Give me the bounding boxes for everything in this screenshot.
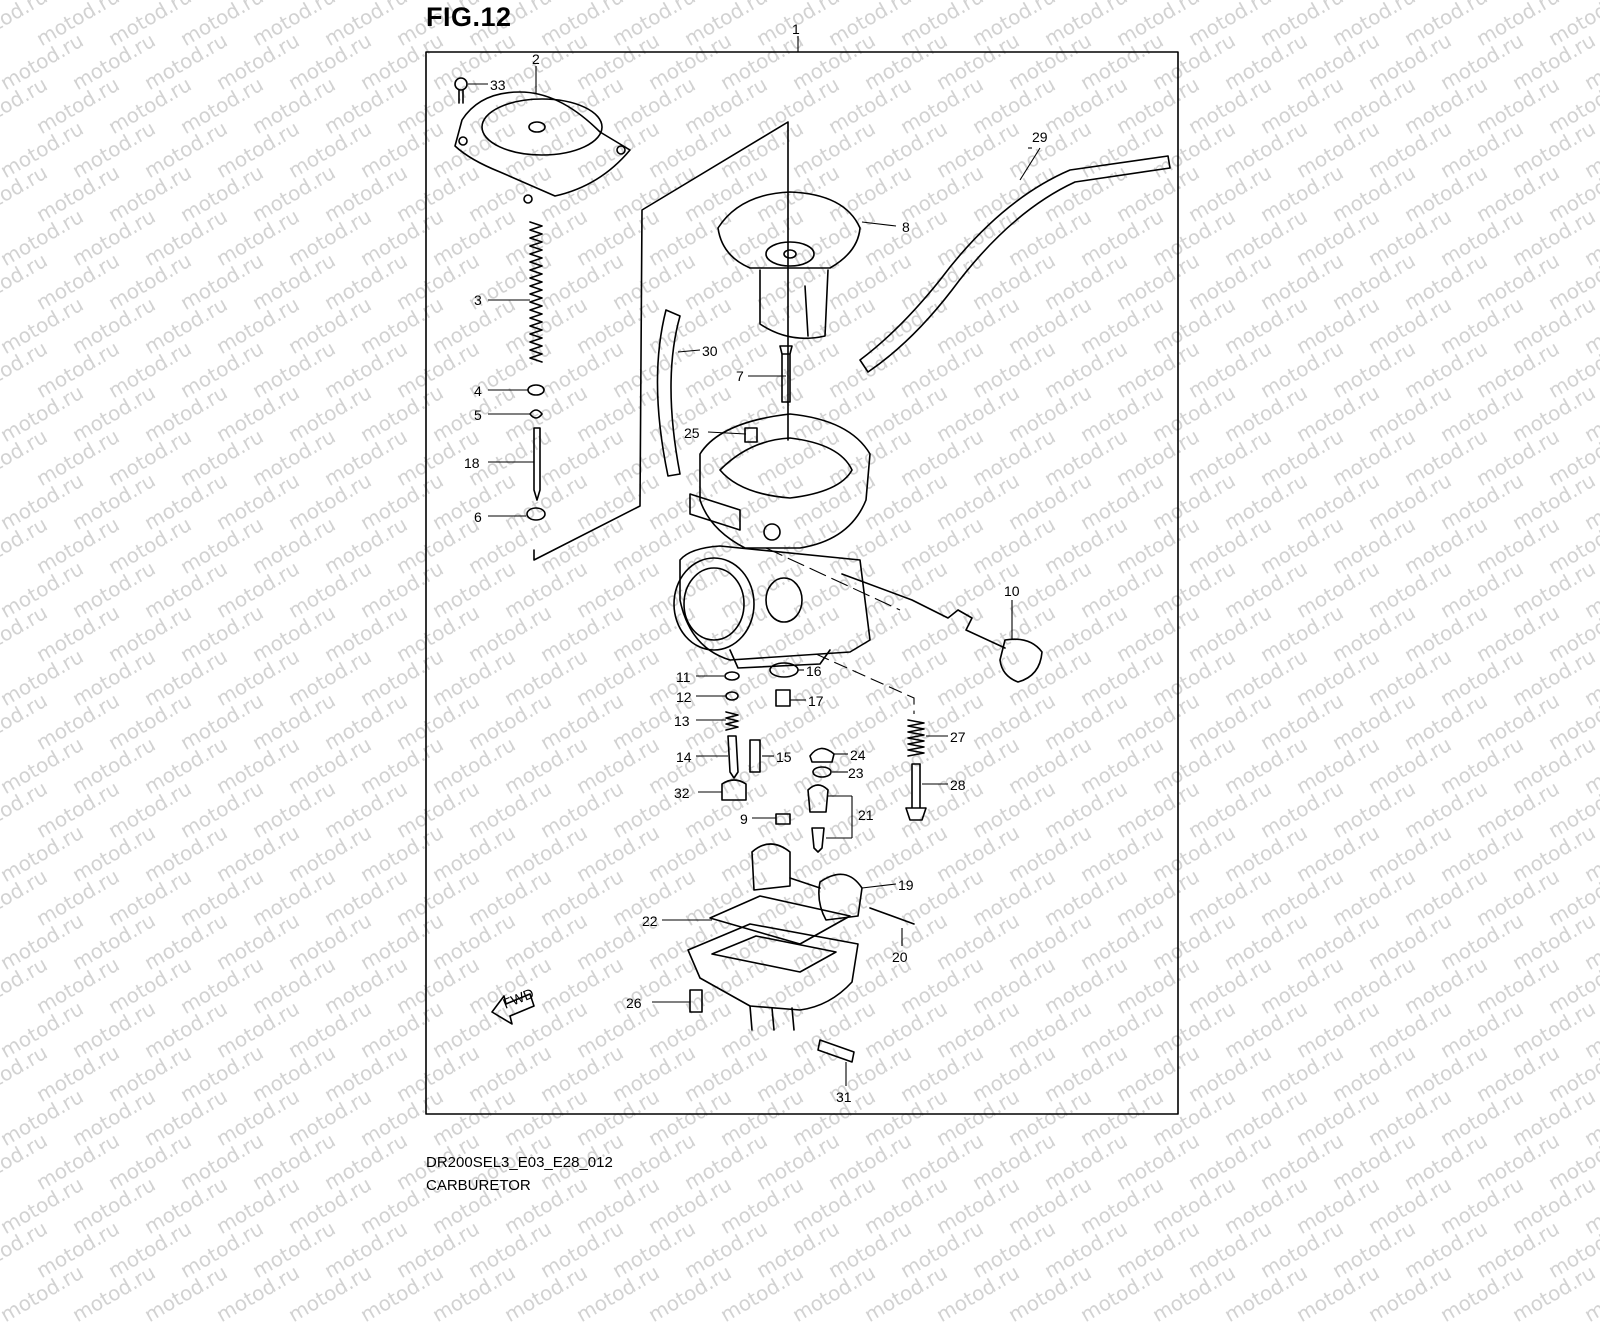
part-jet-17: [775, 689, 791, 707]
callout-24: 24: [850, 747, 866, 763]
callout-15: 15: [776, 749, 792, 765]
part-pilot-screw-14: [727, 735, 739, 779]
figure-code: DR200SEL3_E03_E28_012: [426, 1154, 613, 1171]
carburetor-exploded-diagram: 1 2 33 3 4 5 18 6 7 8 29 30 25 10 11 12 …: [425, 21, 1179, 1115]
callout-8: 8: [902, 219, 910, 235]
part-gasket-22: [709, 895, 851, 945]
callout-17: 17: [808, 693, 824, 709]
callout-21: 21: [858, 807, 874, 823]
callout-4: 4: [474, 383, 482, 399]
callout-11: 11: [676, 669, 691, 685]
part-o-ring-12: [725, 691, 739, 701]
part-o-ring-23: [812, 766, 832, 778]
part-clip-5: [529, 409, 543, 419]
part-hose-30: [656, 309, 681, 477]
callout-13: 13: [674, 713, 690, 729]
part-float-bowl: [687, 923, 859, 1031]
part-screw-33: [454, 77, 468, 104]
part-plug-24: [809, 747, 835, 763]
part-jet-15: [749, 739, 761, 773]
part-top-cap: [454, 91, 631, 204]
part-jet-needle: [533, 427, 541, 501]
callout-27: 27: [950, 729, 966, 745]
callout-1: 1: [792, 21, 800, 37]
part-spring: [529, 221, 543, 363]
callout-20: 20: [892, 949, 908, 965]
part-pin-20: [869, 907, 915, 925]
callout-3: 3: [474, 292, 482, 308]
part-screw-7: [779, 345, 793, 403]
fwd-arrow-icon: [491, 993, 535, 1025]
figure-title: FIG.12: [426, 2, 512, 32]
callout-16: 16: [806, 663, 822, 679]
part-screw-9: [775, 813, 791, 825]
callout-12: 12: [676, 689, 692, 705]
part-spring-27: [907, 719, 925, 757]
figure-name: CARBURETOR: [426, 1177, 531, 1194]
part-holder-6: [526, 507, 546, 521]
part-drain-screw-31: [817, 1039, 855, 1063]
figure-frame: [425, 51, 1179, 1115]
callout-labels: 1 2 33 3 4 5 18 6 7 8 29 30 25 10 11 12 …: [464, 21, 1048, 1105]
callout-2: 2: [532, 51, 540, 67]
callout-29: 29: [1032, 129, 1048, 145]
part-screw-26: [689, 989, 703, 1013]
leader-lines: [468, 36, 1041, 1086]
part-screw-28: [905, 763, 927, 821]
callout-6: 6: [474, 509, 482, 525]
callout-32: 32: [674, 785, 690, 801]
callout-9: 9: [740, 811, 748, 827]
callout-25: 25: [684, 425, 700, 441]
part-washer-11: [724, 671, 740, 681]
callout-28: 28: [950, 777, 966, 793]
callout-19: 19: [898, 877, 914, 893]
callout-18: 18: [464, 455, 480, 471]
callout-22: 22: [642, 913, 658, 929]
callout-7: 7: [736, 368, 744, 384]
callout-30: 30: [702, 343, 718, 359]
callout-23: 23: [848, 765, 864, 781]
part-hose-29: [859, 155, 1171, 373]
part-float: [751, 843, 863, 921]
part-choke-cable: [841, 573, 1043, 683]
callout-10: 10: [1004, 583, 1020, 599]
part-plug-25: [744, 427, 758, 443]
part-spring-13: [725, 711, 739, 731]
callout-31: 31: [836, 1089, 852, 1105]
part-carburetor-body: [673, 413, 871, 669]
part-washer-4: [527, 384, 545, 396]
bracket-left: [533, 121, 789, 561]
callout-5: 5: [474, 407, 482, 423]
part-needle-valve-21: [807, 784, 829, 853]
callout-14: 14: [676, 749, 692, 765]
callout-33: 33: [490, 77, 506, 93]
part-diaphragm-piston: [717, 191, 861, 340]
part-cap-32: [721, 779, 747, 801]
callout-26: 26: [626, 995, 642, 1011]
